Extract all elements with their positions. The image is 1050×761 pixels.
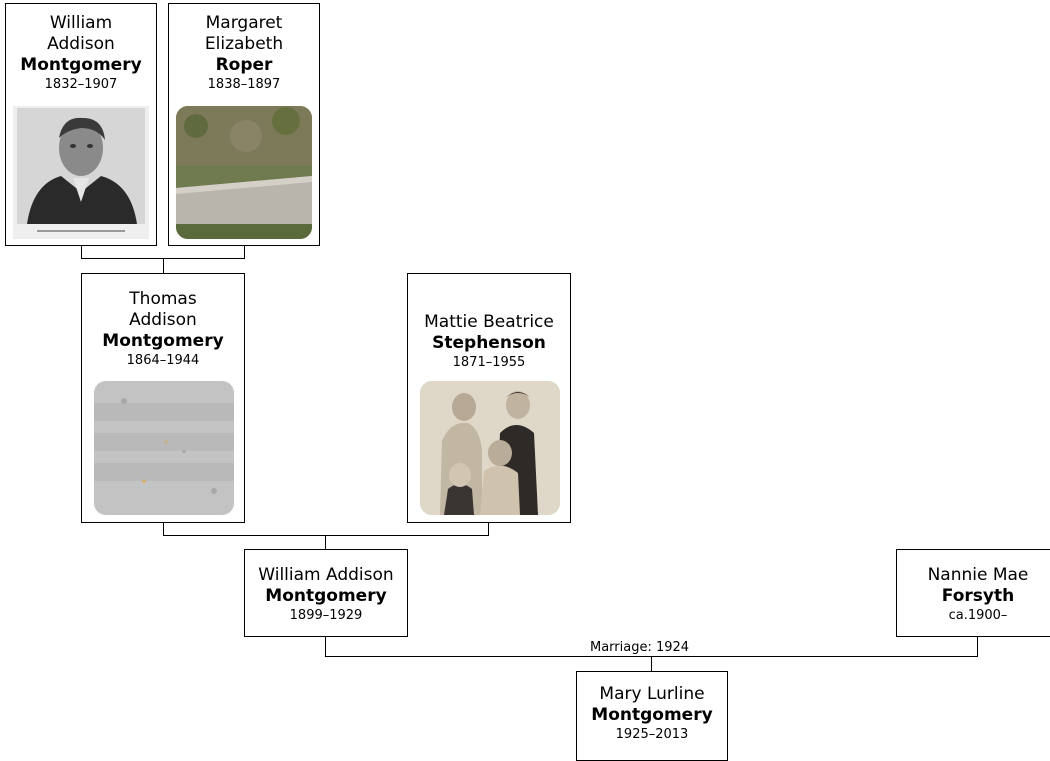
connector-line: [977, 636, 978, 657]
connector-line: [163, 535, 489, 536]
connector-line: [163, 258, 164, 273]
surname: Montgomery: [102, 331, 224, 351]
portrait-photo: [13, 106, 149, 239]
surname: Stephenson: [432, 333, 546, 353]
life-dates: 1925–2013: [615, 727, 689, 742]
surname: Roper: [215, 55, 273, 75]
given-name: William Addison: [47, 13, 115, 54]
surname: Montgomery: [20, 55, 142, 75]
surname: Montgomery: [265, 586, 387, 606]
life-dates: 1832–1907: [44, 77, 118, 92]
gravestone-photo: [94, 381, 234, 515]
life-dates: 1838–1897: [207, 77, 281, 92]
connector-line: [244, 245, 245, 259]
given-name: Mary Lurline: [599, 684, 705, 704]
marriage-label: Marriage: 1924: [587, 640, 693, 655]
life-dates: ca.1900–: [948, 608, 1008, 623]
person-card-william-addison-montgomery-jr[interactable]: William Addison Montgomery 1899–1929: [244, 549, 408, 637]
life-dates: 1864–1944: [126, 353, 200, 368]
person-card-william-addison-montgomery-sr[interactable]: William Addison Montgomery 1832–1907: [5, 3, 157, 246]
given-name: Nannie Mae: [927, 565, 1029, 585]
person-card-mary-lurline-montgomery[interactable]: Mary Lurline Montgomery 1925–2013: [576, 671, 728, 761]
connector-line: [163, 522, 164, 536]
family-photo: [420, 381, 560, 515]
life-dates: 1899–1929: [289, 608, 363, 623]
person-card-nannie-mae-forsyth[interactable]: Nannie Mae Forsyth ca.1900–: [896, 549, 1050, 637]
surname: Montgomery: [591, 705, 713, 725]
life-dates: 1871–1955: [452, 355, 526, 370]
connector-line: [81, 245, 82, 259]
person-card-margaret-elizabeth-roper[interactable]: Margaret Elizabeth Roper 1838–1897: [168, 3, 320, 246]
connector-line: [325, 636, 326, 657]
connector-line: [325, 535, 326, 549]
given-name: William Addison: [258, 565, 394, 585]
person-card-mattie-beatrice-stephenson[interactable]: Mattie Beatrice Stephenson 1871–1955: [407, 273, 571, 523]
given-name: Mattie Beatrice: [424, 312, 554, 332]
given-name: Thomas Addison: [129, 289, 197, 330]
connector-line: [488, 522, 489, 536]
person-card-thomas-addison-montgomery[interactable]: Thomas Addison Montgomery 1864–1944: [81, 273, 245, 523]
surname: Forsyth: [941, 586, 1015, 606]
connector-line: [651, 656, 652, 671]
given-name: Margaret Elizabeth: [204, 13, 284, 54]
gravestone-photo: [176, 106, 312, 239]
